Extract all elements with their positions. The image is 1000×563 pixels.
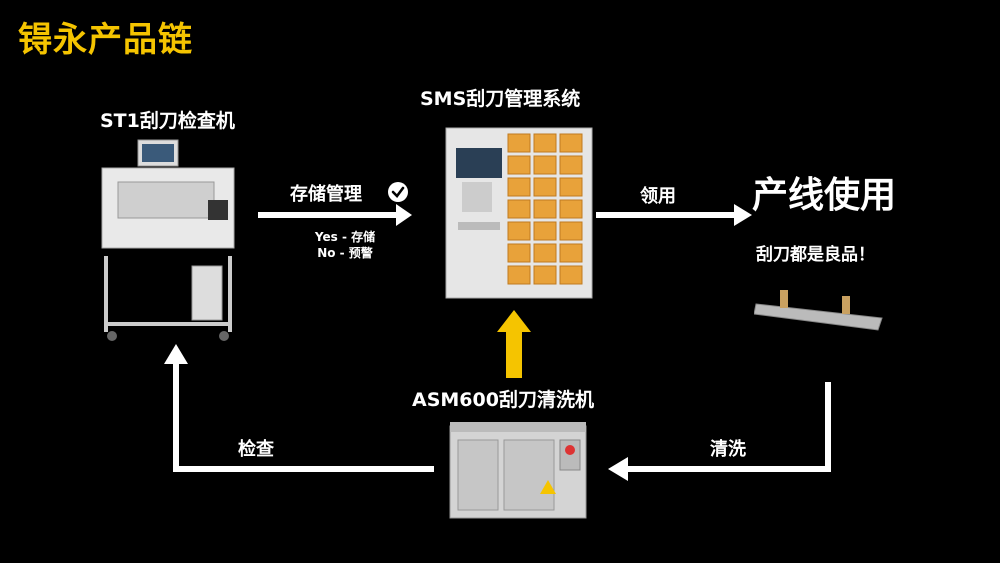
asm-label: ASM600刮刀清洗机: [412, 389, 594, 411]
st1-label: ST1刮刀检查机: [100, 110, 235, 132]
arrow-use: [596, 204, 752, 226]
sms-label: SMS刮刀管理系统: [420, 88, 581, 110]
check-label: 检查: [238, 439, 274, 460]
no-label: No - 预警: [317, 246, 373, 260]
asm600-machine-image: [448, 420, 588, 520]
line-sub-label: 刮刀都是良品！: [756, 245, 875, 265]
arrow-store: [258, 204, 412, 226]
use-label: 领用: [640, 186, 676, 207]
arrow-wash: [608, 382, 831, 481]
arrow-check: [164, 344, 434, 472]
check-circle-icon: [388, 182, 408, 202]
arrow-highlight: [497, 310, 531, 378]
wash-label: 清洗: [710, 439, 746, 460]
st1-machine-image: [98, 138, 238, 344]
yes-label: Yes - 存储: [314, 230, 376, 244]
squeegee-image: [753, 284, 884, 334]
store-label: 存储管理: [290, 184, 362, 205]
line-label: 产线使用: [752, 175, 897, 216]
page-title: 锝永产品链: [18, 20, 193, 60]
sms-cabinet-image: [444, 126, 594, 300]
